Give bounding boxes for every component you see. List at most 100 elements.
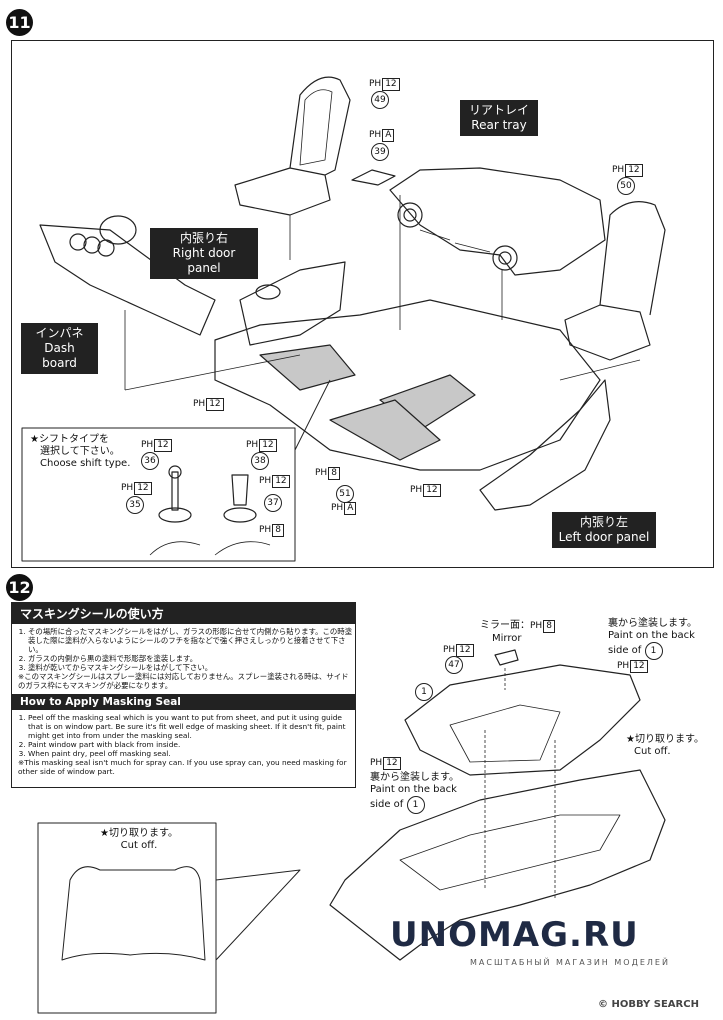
rear-tray-label-jp: リアトレイ (468, 103, 529, 117)
left-door-label-en: Left door panel (558, 530, 650, 544)
paint-code: 12 (625, 164, 643, 177)
paint-back-top-en1: Paint on the back (608, 630, 695, 641)
paint-code: 8 (272, 524, 284, 537)
masking-en-item-2: Paint window part with black from inside… (28, 740, 355, 749)
dashboard-callout: インパネ Dash board (21, 323, 98, 374)
part-number-50: 50 (617, 177, 635, 195)
paint-back-top-en2: side of (608, 645, 642, 656)
paint-back-top-jp: 裏から塗装します。 (608, 618, 697, 629)
paint-back-left-jp: 裏から塗装します。 (370, 772, 459, 783)
part-ref-1-left: 1 (406, 796, 425, 814)
paint-code: 12 (134, 482, 152, 495)
paint-back-note-left: 裏から塗装します。 Paint on the back side of 1 (370, 772, 459, 814)
paint-prefix: PH (246, 440, 259, 450)
part-number-37: 37 (264, 494, 282, 512)
masking-jp-item-2: ガラスの内側から黒の塗料で形彫部を塗装します。 (28, 654, 355, 663)
step-11-frame (11, 40, 714, 568)
right-door-panel-drawing (239, 261, 346, 346)
part-number-1: 1 (415, 683, 433, 701)
paint-code: 8 (543, 620, 555, 633)
mirror-label-en: Mirror (492, 633, 522, 644)
paint-prefix: PH (530, 621, 543, 631)
cutoff-note-right: ★切り取ります。 Cut off. (626, 734, 704, 758)
part-number-47: 47 (445, 656, 463, 674)
masking-instructions-box: マスキングシールの使い方 その場所に合ったマスキングシールをはがし、ガラスの形彫… (11, 602, 356, 788)
part-number-35: 35 (126, 496, 144, 514)
part-number-39: 39 (371, 143, 389, 161)
part-number-38: 38 (251, 452, 269, 470)
shift-note-jp2: 選択して下さい。 (40, 446, 120, 457)
dashboard-drawing (39, 224, 216, 336)
paint-code: A (382, 129, 395, 142)
cutoff-inset-jp: ★切り取ります。 (100, 828, 178, 839)
body-shell-drawing (329, 769, 666, 961)
paint-prefix: PH (315, 468, 328, 478)
part-number-36: 36 (141, 452, 159, 470)
paint-prefix: PH (121, 483, 134, 493)
dashboard-label-en: Dash board (42, 341, 77, 370)
seat-49-drawing (234, 76, 351, 216)
paint-prefix: PH (193, 399, 206, 409)
paint-code: 12 (259, 439, 277, 452)
paint-prefix: PH (141, 440, 154, 450)
masking-en-item-3: When paint dry, peel off masking seal. (28, 749, 355, 758)
paint-code: A (344, 502, 357, 515)
right-door-label-en: Right door panel (172, 246, 236, 275)
masking-title-jp: マスキングシールの使い方 (12, 603, 355, 624)
rear-tray-callout: リアトレイ Rear tray (460, 100, 538, 136)
cutoff-inset-en: Cut off. (120, 840, 158, 851)
dashboard-label-jp: インパネ (35, 326, 84, 340)
shift-box-frame (21, 427, 296, 562)
right-door-label-jp: 内張り右 (179, 231, 228, 245)
paint-code: 12 (456, 644, 474, 657)
interior-tub-drawing (214, 299, 601, 471)
paint-prefix: PH (443, 645, 456, 655)
part-number-49: 49 (371, 91, 389, 109)
masking-jp-note: ※このマスキングシールはスプレー塗料には対応しておりません。スプレー塗装される時… (18, 672, 349, 690)
masking-jp-item-3: 塗料が乾いてからマスキングシールをはがして下さい。 (28, 663, 355, 672)
paint-prefix: PH (369, 130, 382, 140)
paint-code: 12 (272, 475, 290, 488)
cutoff-right-jp: ★切り取ります。 (626, 734, 704, 745)
paint-code: 12 (206, 398, 224, 411)
paint-code: 12 (382, 78, 400, 91)
mirror-label-jp: ミラー面： (480, 620, 530, 631)
part-ref-1-top: 1 (644, 642, 663, 660)
cutoff-right-en: Cut off. (634, 746, 671, 757)
paint-back-left-en2: side of (370, 799, 404, 810)
step-12-badge: 12 (6, 574, 33, 601)
paint-prefix: PH (259, 476, 272, 486)
paint-code: 8 (328, 467, 340, 480)
hobby-search-watermark: © HOBBY SEARCH (598, 999, 699, 1010)
shift-note-jp1: ★シフトタイプを (30, 434, 109, 445)
masking-jp-item-1: その場所に合ったマスキングシールをはがし、ガラスの形彫に合せて内側から貼ります。… (28, 627, 355, 654)
windshield-part-1-drawing (404, 664, 641, 776)
watermark-subtitle: МАСШТАБНЫЙ МАГАЗИН МОДЕЛЕЙ (470, 958, 670, 967)
rear-tray-drawing (389, 167, 606, 276)
paint-prefix: PH (612, 165, 625, 175)
shift-note-en: Choose shift type. (40, 458, 131, 469)
part-39-drawing (351, 169, 396, 186)
part-number-51: 51 (336, 485, 354, 503)
left-door-callout: 内張り左 Left door panel (552, 512, 656, 548)
paint-code: 12 (154, 439, 172, 452)
paint-back-left-en1: Paint on the back (370, 784, 457, 795)
inset-cutoff-frame (37, 822, 217, 1014)
cutoff-note-inset: ★切り取ります。 Cut off. (100, 828, 178, 852)
masking-en-note: ※This masking seal isn't much for spray … (18, 758, 347, 776)
left-door-label-jp: 内張り左 (579, 515, 628, 529)
masking-title-en: How to Apply Masking Seal (12, 694, 355, 710)
paint-prefix: PH (369, 79, 382, 89)
shift-type-note: ★シフトタイプを 選択して下さい。 Choose shift type. (30, 434, 130, 470)
